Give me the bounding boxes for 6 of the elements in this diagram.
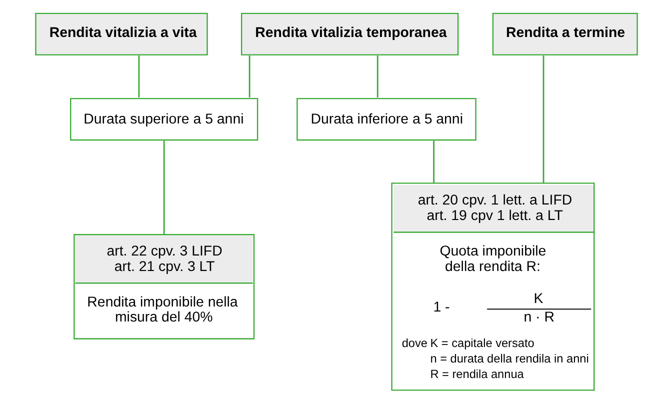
connector <box>542 56 544 184</box>
connector <box>138 56 140 98</box>
connector <box>162 140 164 234</box>
connector <box>376 56 378 98</box>
connector <box>248 56 250 98</box>
connector <box>432 140 434 184</box>
